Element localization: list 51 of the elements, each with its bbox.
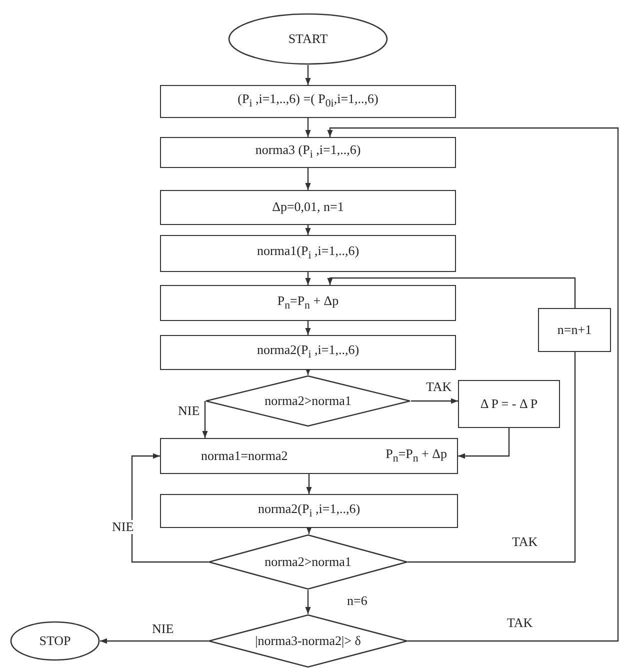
arrow — [305, 368, 311, 375]
node-text: Δp=0,01, n=1 — [272, 200, 344, 215]
arrow — [458, 428, 510, 459]
arrow — [306, 474, 312, 494]
arrow — [305, 321, 311, 335]
arrow — [305, 590, 311, 614]
arrow — [202, 401, 208, 438]
decision-diamond — [208, 534, 408, 590]
process-box — [160, 285, 456, 321]
node-text: Δ P = - Δ P — [480, 396, 538, 412]
process-box — [160, 235, 456, 272]
arrow — [327, 127, 619, 642]
node-text: norma1(P$_{i}$ ,i=1,..,6) — [256, 244, 360, 263]
node-text: START — [288, 32, 328, 46]
node-text: P$_{n}$=P$_{n}$ + Δp — [386, 446, 447, 466]
arrow — [305, 118, 311, 137]
decision-diamond — [208, 614, 408, 668]
node-text: norma2(P$_{i}$ ,i=1,..,6) — [258, 502, 360, 520]
stop-terminal — [10, 621, 100, 661]
arrow — [411, 398, 458, 404]
node-text: norma1=norma2 — [201, 448, 288, 464]
node-text: |norma3-norma2|> δ — [255, 634, 361, 648]
process-box — [160, 190, 456, 225]
arrow — [327, 277, 576, 308]
node-text: STOP — [39, 634, 71, 648]
start-terminal — [228, 13, 388, 65]
arrow — [305, 65, 311, 85]
process-box — [160, 438, 458, 474]
process-box — [538, 308, 611, 352]
node-text: n=n+1 — [557, 322, 592, 338]
arrow — [305, 272, 311, 285]
arrow — [131, 453, 208, 563]
node-text: norma2(P$_{i}$ ,i=1,..,6) — [256, 343, 360, 362]
node-text: P$_{n}$=P$_{n}$ + Δp — [277, 294, 339, 312]
decision-diamond — [205, 375, 411, 427]
node-text: (P$_{i}$ ,i=1,..,6) =( P$_{0i}$,i=1,..,6) — [238, 92, 378, 111]
edge-label: NIE — [110, 520, 136, 534]
arrow — [306, 527, 312, 534]
connector-line — [408, 352, 576, 563]
arrow — [100, 638, 208, 644]
arrow — [305, 225, 311, 235]
process-box — [160, 137, 456, 168]
process-box — [458, 380, 560, 428]
node-text: norma2>norma1 — [264, 554, 352, 570]
node-text: norma2>norma1 — [264, 394, 352, 408]
process-box — [160, 494, 458, 528]
process-box — [160, 335, 456, 370]
edge-label: n=6 — [345, 594, 370, 608]
node-text: norma3 (P$_{i}$ ,i=1,..,6) — [255, 143, 361, 162]
process-box — [160, 85, 456, 118]
arrow — [305, 168, 311, 190]
